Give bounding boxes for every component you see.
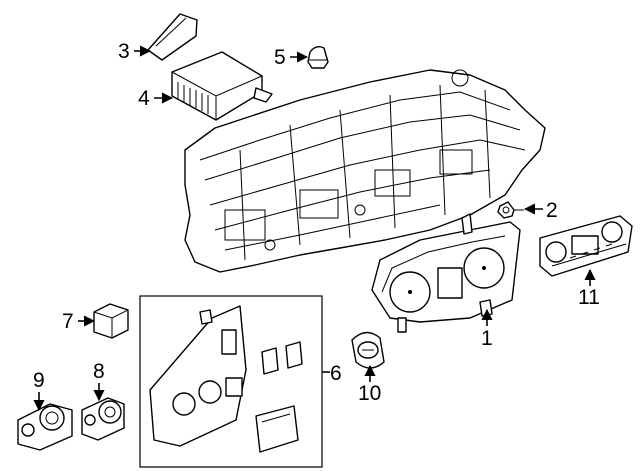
- callout-6: 6: [322, 362, 342, 385]
- part-4-module: [171, 51, 273, 121]
- callout-6-label: 6: [330, 362, 342, 385]
- part-3-cover: [147, 13, 198, 61]
- callout-9: 9: [33, 369, 45, 412]
- part-9-headlamp-switch: [17, 403, 73, 451]
- callout-9-label: 9: [33, 369, 45, 392]
- callout-4-label: 4: [138, 87, 150, 110]
- instrument-panel-carrier: [184, 69, 546, 273]
- callout-10-label: 10: [358, 382, 381, 405]
- callout-3-label: 3: [118, 40, 130, 63]
- callout-1: 1: [481, 308, 493, 350]
- part-7-switch: [93, 303, 129, 339]
- callout-7: 7: [62, 310, 96, 333]
- callout-2-label: 2: [546, 199, 558, 222]
- part-11-climate-control: [539, 215, 633, 277]
- callout-2: 2: [523, 199, 558, 222]
- part-2-screw: [497, 201, 524, 219]
- callout-11-label: 11: [578, 286, 600, 309]
- callout-8-label: 8: [93, 360, 105, 383]
- callout-3: 3: [118, 40, 152, 63]
- callout-1-label: 1: [481, 327, 493, 350]
- part-6-switch-assembly-box: [139, 295, 323, 468]
- callout-5-label: 5: [274, 46, 286, 69]
- callout-7-label: 7: [62, 310, 74, 333]
- part-1-instrument-cluster: [371, 213, 521, 333]
- callout-5: 5: [274, 46, 309, 69]
- callout-11: 11: [578, 268, 600, 309]
- callout-4: 4: [138, 87, 174, 110]
- part-8-switch: [81, 397, 125, 441]
- part-5-plug: [307, 45, 329, 69]
- part-10-start-button: [351, 331, 385, 369]
- callout-8: 8: [93, 360, 105, 402]
- callout-10: 10: [358, 364, 381, 405]
